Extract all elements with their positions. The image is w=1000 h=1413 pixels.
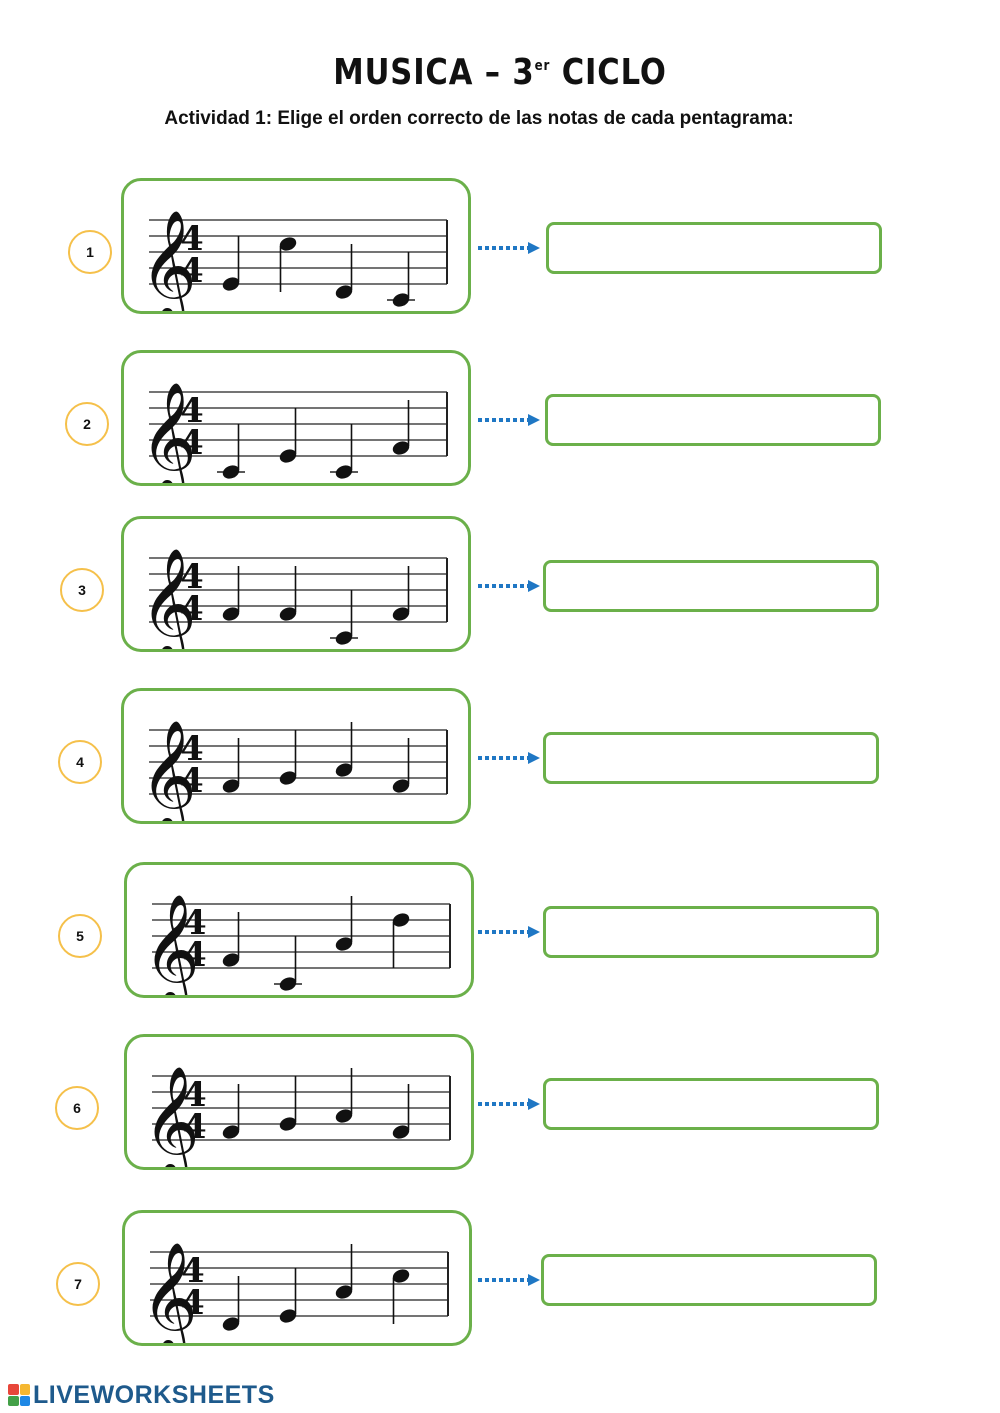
note-re — [222, 1276, 240, 1331]
music-staff: 𝄞44 — [141, 1241, 449, 1343]
music-staff: 𝄞44 — [140, 719, 448, 821]
dotted-arrow-icon — [478, 1274, 540, 1286]
exercise-number: 6 — [55, 1086, 99, 1130]
exercise-number: 7 — [56, 1262, 100, 1306]
answer-input-6[interactable] — [543, 1078, 879, 1130]
exercise-number: 3 — [60, 568, 104, 612]
time-signature-top: 4 — [181, 1251, 205, 1291]
note-la — [335, 1068, 353, 1123]
note-do — [274, 936, 302, 991]
note-fa — [222, 912, 240, 967]
logo-text: LIVEWORKSHEETS — [33, 1380, 275, 1409]
note-la — [335, 722, 353, 777]
answer-input-4[interactable] — [543, 732, 879, 784]
treble-clef-icon: 𝄞 — [143, 893, 200, 995]
note-mi — [279, 408, 297, 463]
treble-clef-icon: 𝄞 — [143, 1065, 200, 1167]
note-do2 — [392, 1269, 410, 1324]
note-fa — [222, 1084, 240, 1139]
time-signature-top: 4 — [180, 391, 204, 431]
treble-clef-icon: 𝄞 — [140, 719, 197, 821]
dotted-arrow-icon — [478, 926, 540, 938]
time-signature-top: 4 — [180, 729, 204, 769]
time-signature-bottom: 4 — [180, 423, 204, 463]
exercise-number: 4 — [58, 740, 102, 784]
time-signature-bottom: 4 — [183, 935, 207, 975]
activity-instructions: Actividad 1: Elige el orden correcto de … — [164, 108, 794, 129]
dotted-arrow-icon — [478, 580, 540, 592]
exercise-number: 1 — [68, 230, 112, 274]
dotted-arrow-icon — [478, 242, 540, 254]
note-la — [335, 896, 353, 951]
answer-input-3[interactable] — [543, 560, 879, 612]
page-title: MUSICA – 3er CICLO — [333, 52, 667, 93]
note-do — [330, 590, 358, 645]
note-fa — [392, 1084, 410, 1139]
note-fa — [279, 566, 297, 621]
note-fa — [392, 400, 410, 455]
note-sol — [279, 1076, 297, 1131]
note-fa — [392, 566, 410, 621]
answer-input-1[interactable] — [546, 222, 882, 274]
treble-clef-icon: 𝄞 — [140, 209, 197, 311]
time-signature-top: 4 — [180, 219, 204, 259]
time-signature-bottom: 4 — [180, 761, 204, 801]
music-staff: 𝄞44 — [140, 381, 448, 483]
note-do — [217, 424, 245, 479]
music-staff: 𝄞44 — [140, 547, 448, 649]
time-signature-bottom: 4 — [180, 251, 204, 291]
answer-input-7[interactable] — [541, 1254, 877, 1306]
note-fa — [222, 566, 240, 621]
dotted-arrow-icon — [478, 752, 540, 764]
note-do — [387, 252, 415, 307]
answer-input-5[interactable] — [543, 906, 879, 958]
note-re2 — [392, 913, 410, 968]
note-mi — [222, 236, 240, 291]
note-sol — [279, 730, 297, 785]
answer-input-2[interactable] — [545, 394, 881, 446]
note-fa — [392, 738, 410, 793]
note-do — [330, 424, 358, 479]
liveworksheets-logo-icon — [8, 1384, 30, 1406]
note-la — [335, 1244, 353, 1299]
liveworksheets-logo: LIVEWORKSHEETS — [8, 1381, 275, 1409]
treble-clef-icon: 𝄞 — [140, 381, 197, 483]
dotted-arrow-icon — [478, 1098, 540, 1110]
treble-clef-icon: 𝄞 — [140, 547, 197, 649]
music-staff: 𝄞44 — [143, 1065, 451, 1167]
note-do2 — [279, 237, 297, 292]
exercise-number: 2 — [65, 402, 109, 446]
note-re — [335, 244, 353, 299]
time-signature-bottom: 4 — [180, 589, 204, 629]
time-signature-bottom: 4 — [181, 1283, 205, 1323]
time-signature-bottom: 4 — [183, 1107, 207, 1147]
music-staff: 𝄞44 — [143, 893, 451, 995]
music-staff: 𝄞44 — [140, 209, 448, 311]
time-signature-top: 4 — [180, 557, 204, 597]
note-fa — [222, 738, 240, 793]
exercise-number: 5 — [58, 914, 102, 958]
treble-clef-icon: 𝄞 — [141, 1241, 198, 1343]
note-mi — [279, 1268, 297, 1323]
dotted-arrow-icon — [478, 414, 540, 426]
time-signature-top: 4 — [183, 1075, 207, 1115]
time-signature-top: 4 — [183, 903, 207, 943]
